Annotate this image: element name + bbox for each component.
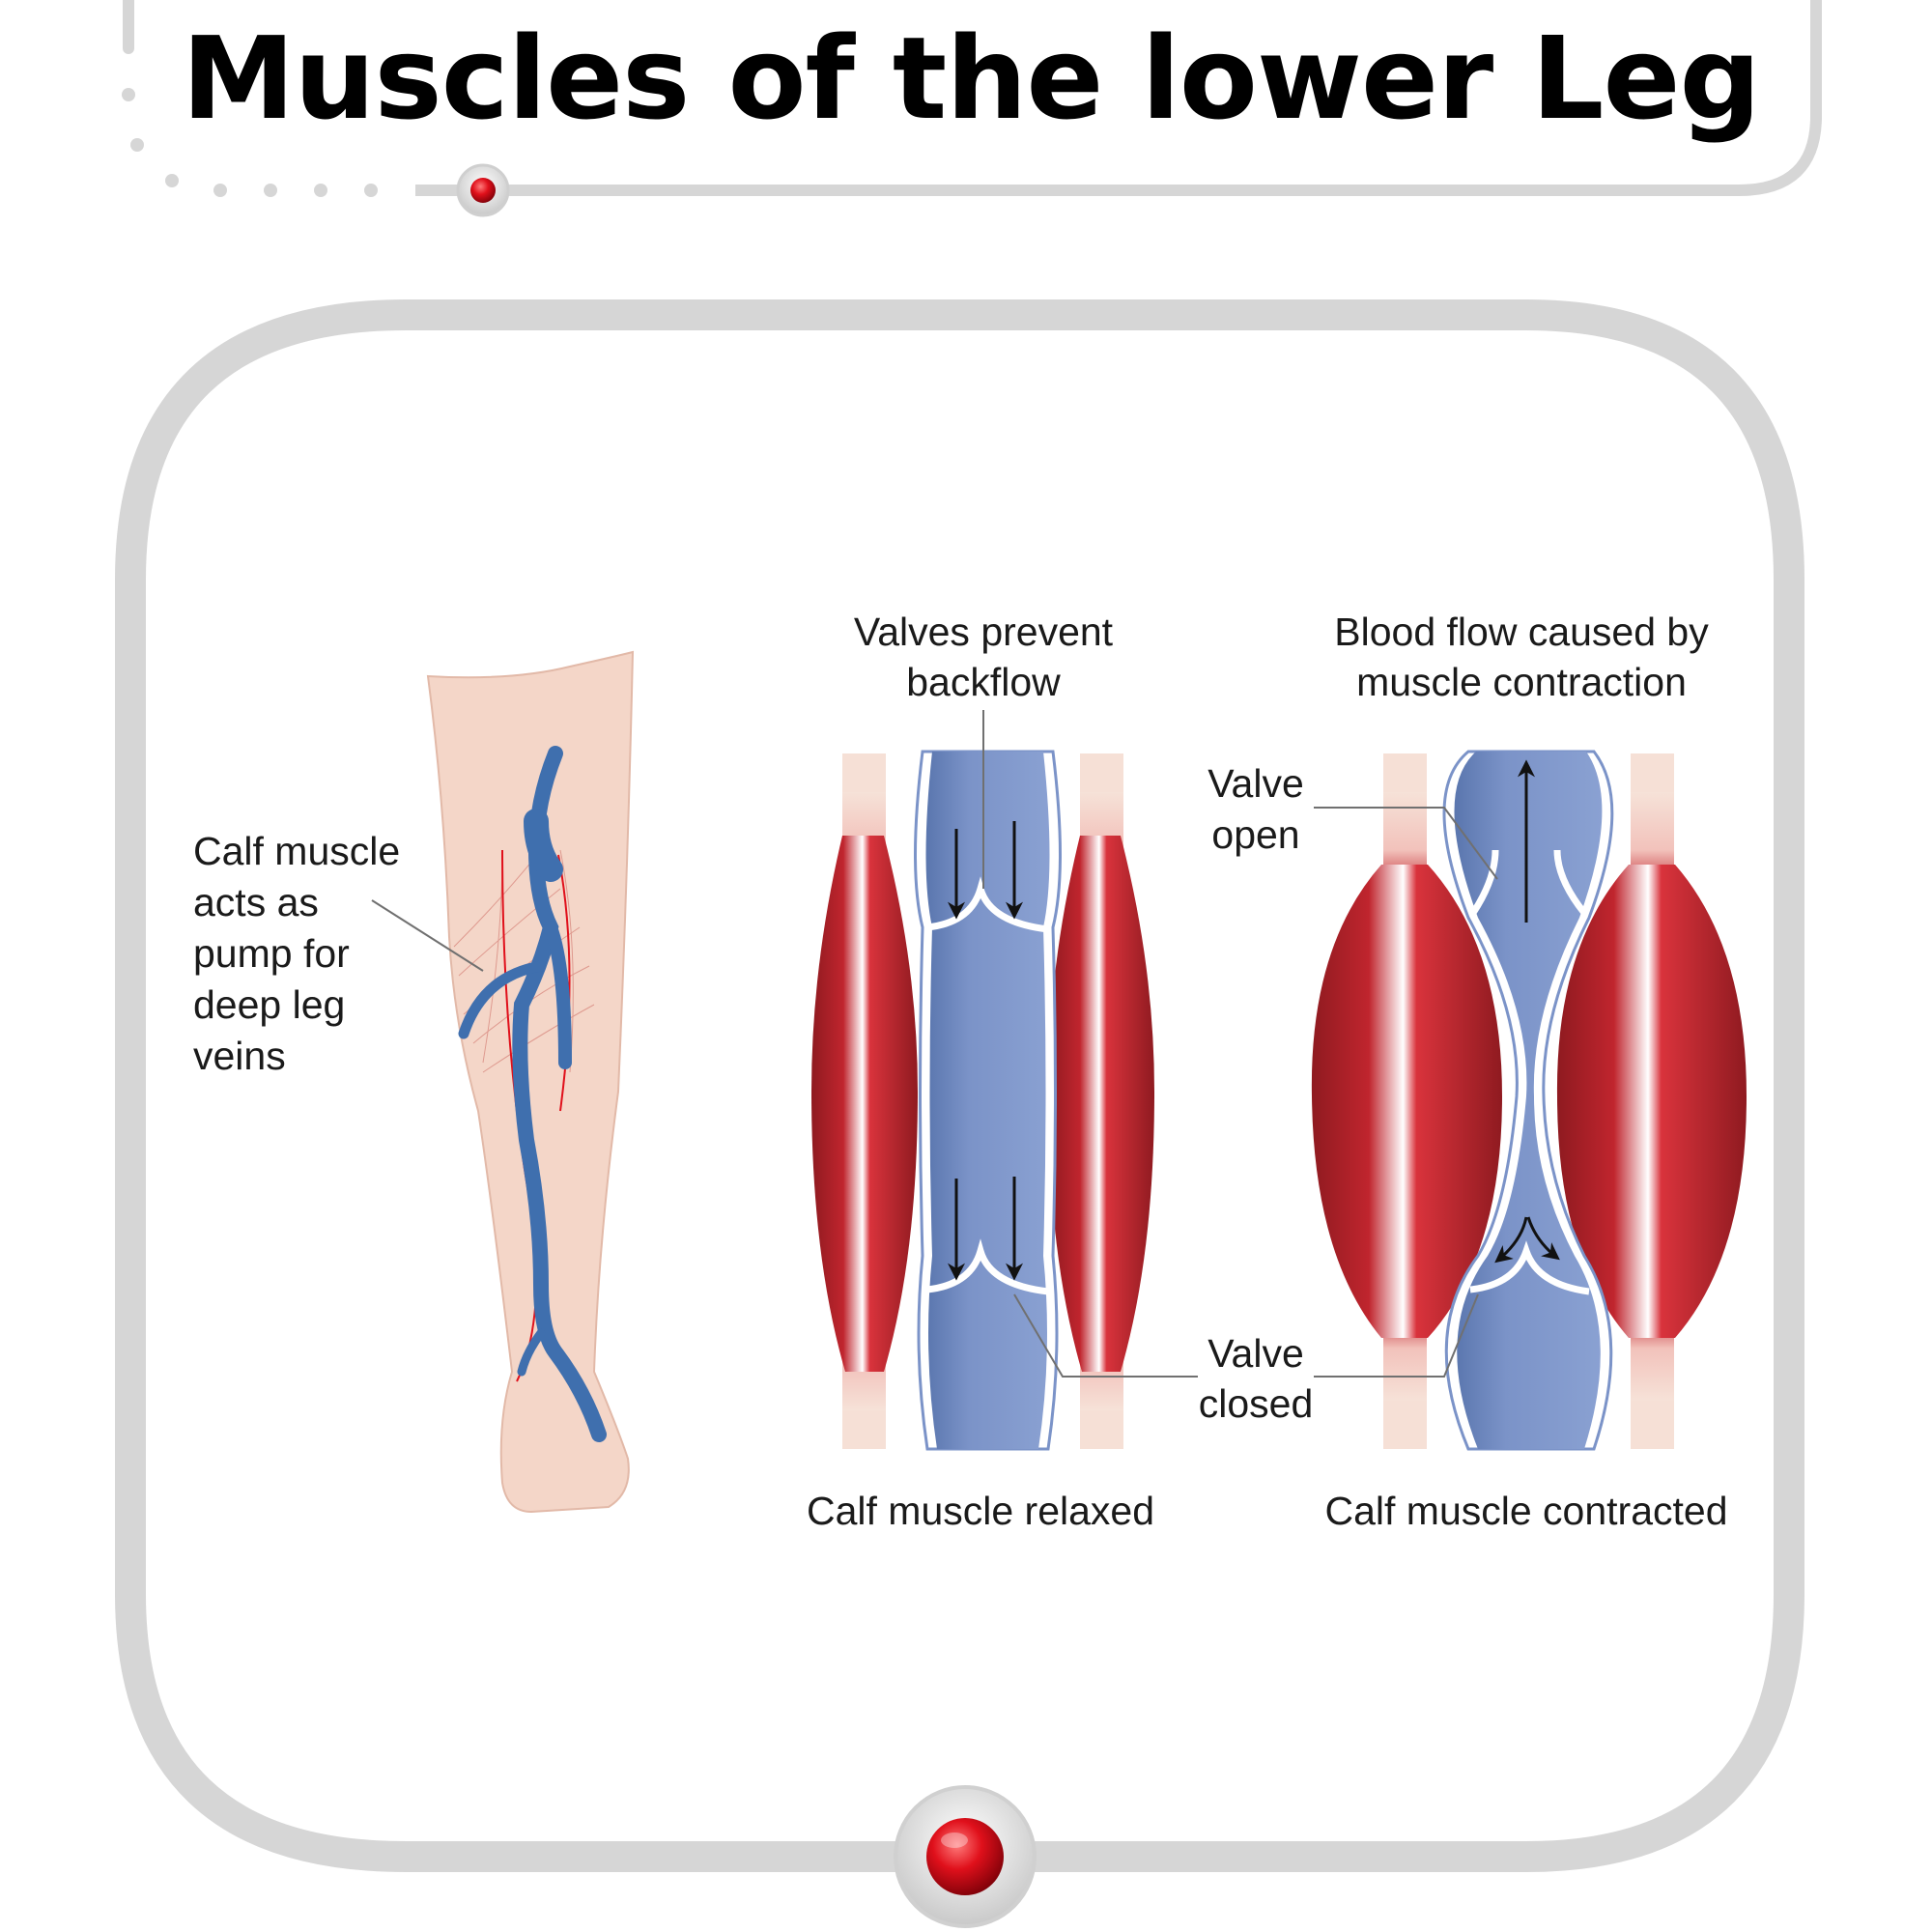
valves-prevent-line-2: backflow xyxy=(906,660,1061,704)
calf-pump-line-4: deep leg xyxy=(193,982,345,1027)
svg-text:open: open xyxy=(1211,812,1299,857)
relaxed-caption: Calf muscle relaxed xyxy=(807,1489,1154,1533)
relaxed-panel xyxy=(811,750,1154,1451)
valve-open-label: Valve open xyxy=(1208,761,1498,880)
contracted-upper-valve-right xyxy=(1553,849,1587,916)
deep-leg-vein xyxy=(458,746,607,1442)
contracted-lower-valve xyxy=(1469,1240,1590,1295)
page-title: Muscles of the lower Leg xyxy=(182,12,1760,145)
relaxed-left-muscle xyxy=(811,836,918,1372)
valve-closed-label: Valve closed xyxy=(1013,1293,1479,1426)
valves-prevent-label: Valves prevent backflow xyxy=(854,610,1114,889)
svg-text:Valves prevent: Valves prevent xyxy=(854,610,1114,654)
svg-text:backflow: backflow xyxy=(906,660,1061,704)
contracted-upper-valve-left xyxy=(1470,849,1499,915)
svg-text:veins: veins xyxy=(193,1034,286,1078)
valve-open-leader xyxy=(1314,807,1498,880)
contracted-small-arrow-2 xyxy=(1526,1216,1560,1261)
svg-text:Blood flow caused by: Blood flow caused by xyxy=(1334,610,1709,654)
relaxed-vein-blood xyxy=(925,752,1050,1449)
relaxed-upper-valve xyxy=(926,876,1049,933)
contracted-panel xyxy=(1311,750,1747,1451)
valve-closed-line-2: closed xyxy=(1199,1381,1314,1426)
contracted-left-muscle xyxy=(1311,865,1502,1338)
header-frame xyxy=(122,0,1822,217)
valve-closed-leader-right xyxy=(1314,1293,1479,1378)
calf-pump-line-3: pump for xyxy=(193,931,350,976)
valve-closed-line-1: Valve xyxy=(1208,1331,1304,1376)
svg-text:pump for: pump for xyxy=(193,931,350,976)
calf-pump-line-2: acts as xyxy=(193,880,319,924)
svg-text:Valve: Valve xyxy=(1208,1331,1304,1376)
contracted-caption: Calf muscle contracted xyxy=(1324,1489,1727,1533)
calf-pump-label: Calf muscle acts as pump for deep leg ve… xyxy=(193,829,484,1078)
valves-prevent-line-1: Valves prevent xyxy=(854,610,1114,654)
contracted-small-arrow-1 xyxy=(1494,1216,1528,1264)
valve-closed-leader-left xyxy=(1013,1293,1198,1378)
calf-pump-line-5: veins xyxy=(193,1034,286,1078)
relaxed-right-muscle xyxy=(1048,836,1154,1372)
svg-text:Valve: Valve xyxy=(1208,761,1304,806)
relaxed-lower-valve xyxy=(926,1238,1049,1295)
svg-text:acts as: acts as xyxy=(193,880,319,924)
valve-open-line-2: open xyxy=(1211,812,1299,857)
valve-open-line-1: Valve xyxy=(1208,761,1304,806)
svg-text:deep leg: deep leg xyxy=(193,982,345,1027)
svg-text:Calf muscle: Calf muscle xyxy=(193,829,400,873)
contracted-vein-blood xyxy=(1454,752,1603,1449)
blood-flow-line-1: Blood flow caused by xyxy=(1334,610,1709,654)
blood-flow-label: Blood flow caused by muscle contraction xyxy=(1334,610,1709,704)
calf-pump-line-1: Calf muscle xyxy=(193,829,400,873)
calf-pump-leader xyxy=(371,899,484,972)
svg-text:muscle contraction: muscle contraction xyxy=(1356,660,1687,704)
svg-text:closed: closed xyxy=(1199,1381,1314,1426)
leg-illustration xyxy=(426,650,635,1514)
main-frame xyxy=(115,299,1804,1928)
contracted-right-muscle xyxy=(1556,865,1747,1338)
blood-flow-line-2: muscle contraction xyxy=(1356,660,1687,704)
